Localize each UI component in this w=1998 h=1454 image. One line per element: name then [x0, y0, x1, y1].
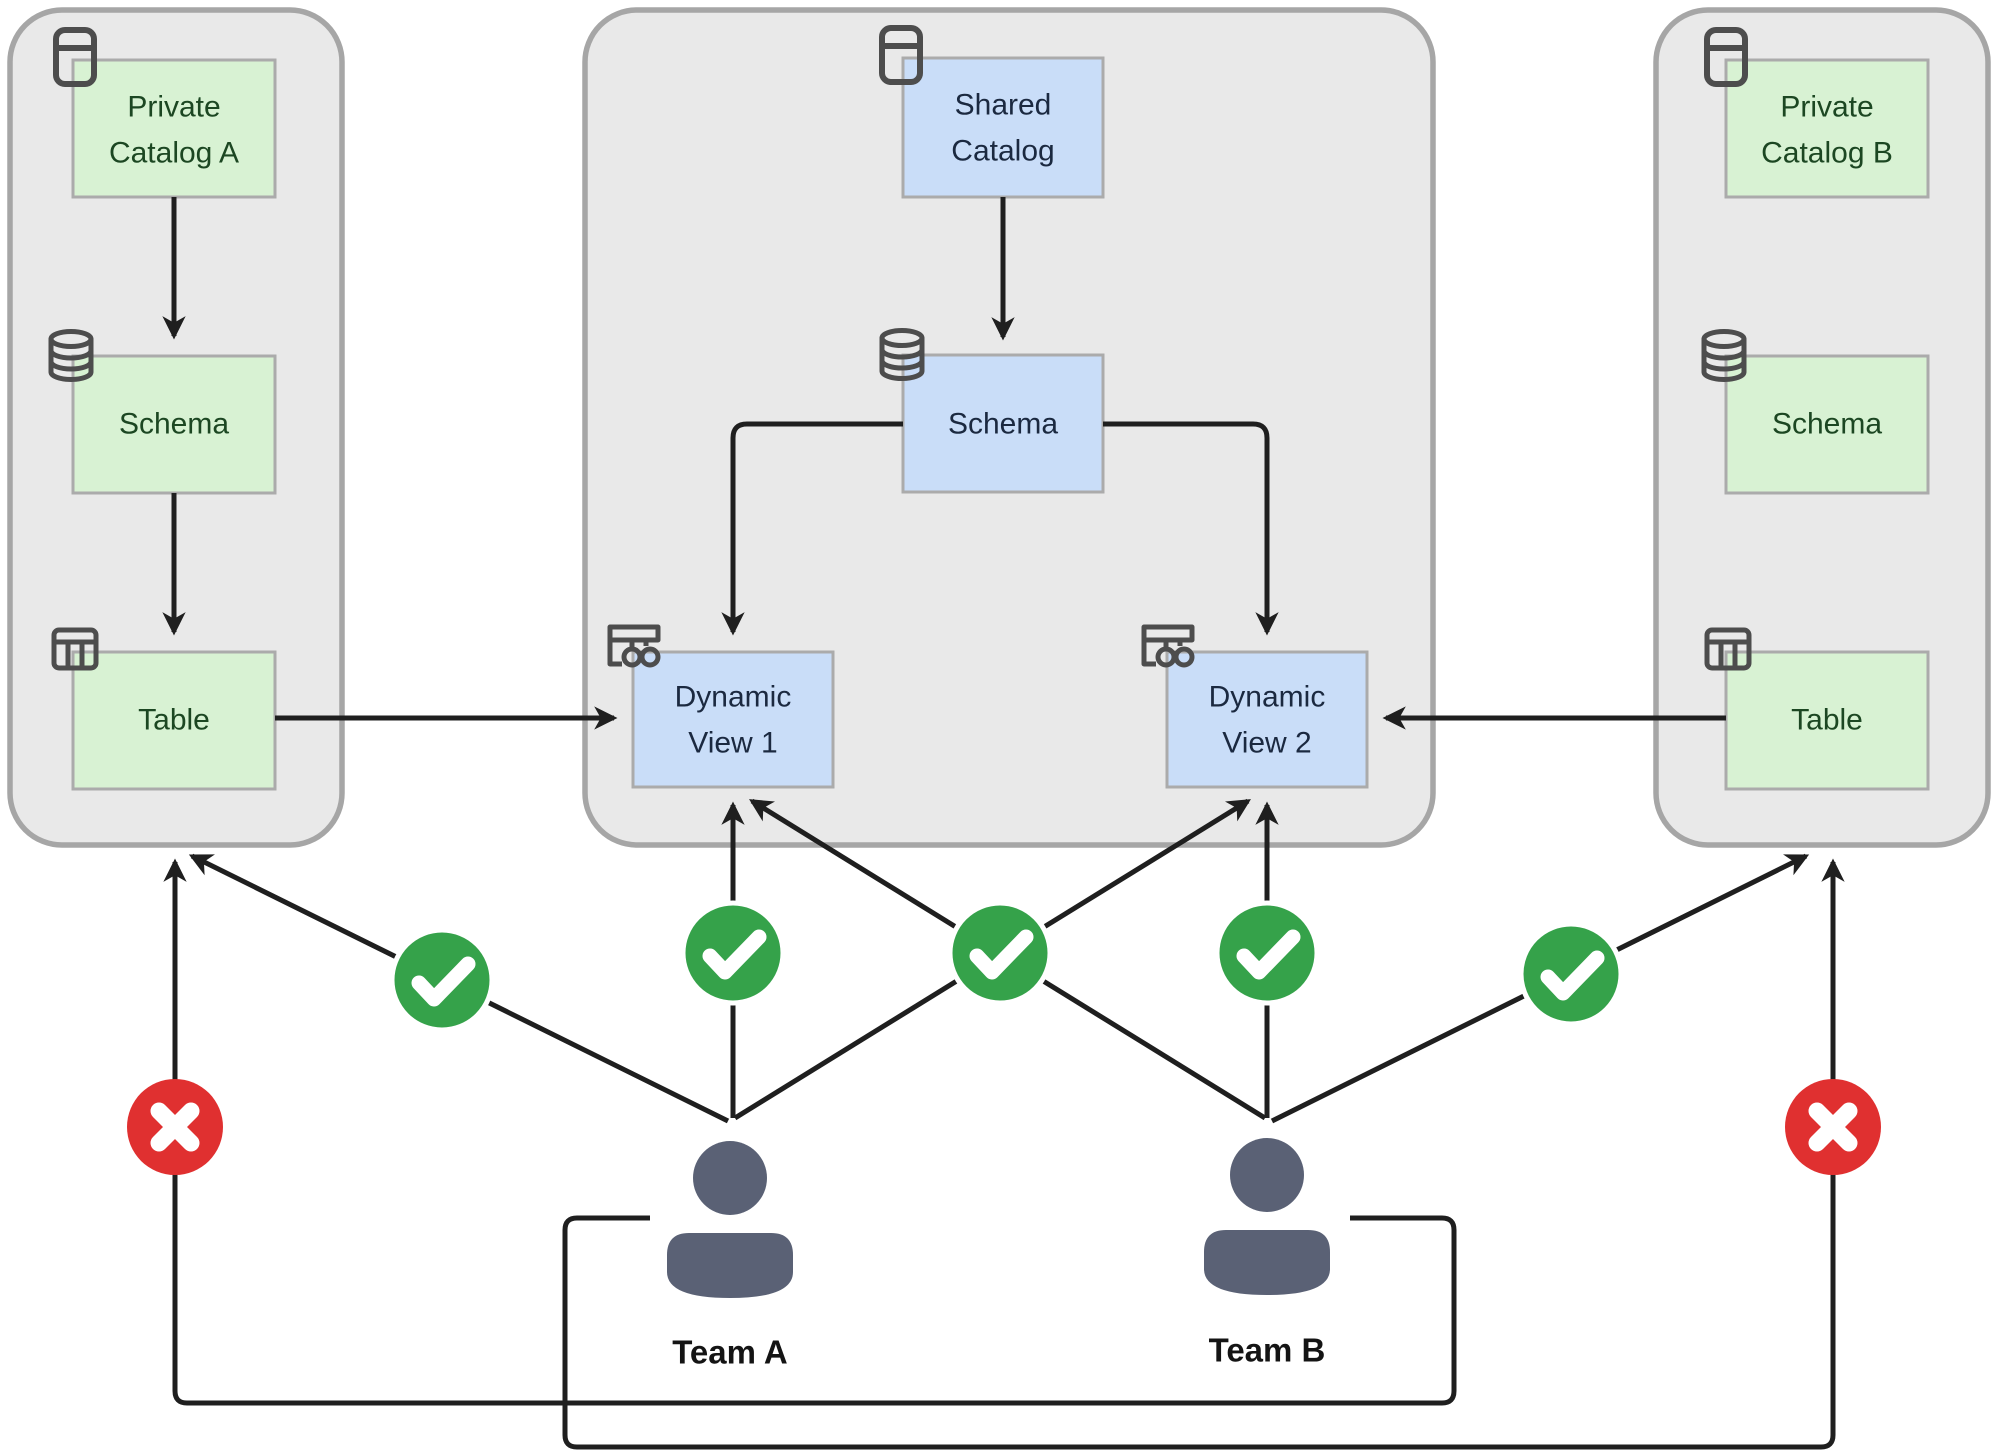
label-dynamic-view-1-line2: View 1 — [688, 727, 778, 760]
node-private-catalog-b — [1724, 58, 1930, 199]
node-dynamic-view-2 — [1165, 650, 1369, 789]
label-private-catalog-b-line1: Private — [1780, 91, 1873, 124]
label-private-catalog-b-line2: Catalog B — [1761, 137, 1893, 170]
label-private-catalog-a-line2: Catalog A — [109, 137, 239, 170]
team-labels: Team A Team B — [672, 1332, 1325, 1371]
check-icon — [947, 900, 1053, 1006]
edge-team-a-to-private-catalog-b-denied — [562, 858, 1845, 1450]
node-schema-middle — [901, 353, 1105, 494]
teams — [667, 1138, 1330, 1298]
node-private-catalog-a — [71, 58, 277, 199]
denied-badges — [127, 1079, 1881, 1175]
blue-nodes — [631, 56, 1369, 789]
label-private-catalog-a-line1: Private — [127, 91, 220, 124]
label-shared-catalog-line1: Shared — [955, 89, 1052, 122]
check-icon — [389, 927, 495, 1033]
cross-icon — [1785, 1079, 1881, 1175]
node-dynamic-view-1 — [631, 650, 835, 789]
blue-node-labels: Shared Catalog Schema Dynamic View 1 Dyn… — [675, 89, 1326, 760]
green-node-labels: Private Catalog A Schema Table Private C… — [109, 91, 1893, 737]
node-table-left — [71, 650, 277, 791]
check-icon — [1214, 900, 1320, 1006]
edge-schema-to-dynamic-view-1 — [721, 421, 903, 636]
label-shared-catalog-line2: Catalog — [951, 135, 1054, 168]
label-schema-right: Schema — [1772, 408, 1882, 441]
check-icon — [680, 900, 786, 1006]
allowed-badges — [389, 900, 1624, 1033]
node-shared-catalog — [901, 56, 1105, 199]
label-dynamic-view-2-line2: View 2 — [1222, 727, 1312, 760]
label-schema-left: Schema — [119, 408, 229, 441]
label-team-b: Team B — [1209, 1332, 1326, 1369]
label-schema-middle: Schema — [948, 408, 1058, 441]
label-dynamic-view-1-line1: Dynamic — [675, 681, 792, 714]
label-table-right: Table — [1791, 704, 1863, 737]
green-nodes — [71, 58, 1930, 791]
edge-schema-to-dynamic-view-2 — [1103, 421, 1279, 636]
label-team-a: Team A — [672, 1334, 788, 1371]
person-icon — [667, 1141, 793, 1298]
person-icon — [1204, 1138, 1330, 1295]
cross-icon — [127, 1079, 223, 1175]
node-table-right — [1724, 650, 1930, 791]
edge-team-b-to-private-catalog-a-denied — [163, 858, 1457, 1406]
check-icon — [1518, 921, 1624, 1027]
label-dynamic-view-2-line1: Dynamic — [1209, 681, 1326, 714]
node-schema-right — [1724, 354, 1930, 495]
label-table-left: Table — [138, 704, 210, 737]
